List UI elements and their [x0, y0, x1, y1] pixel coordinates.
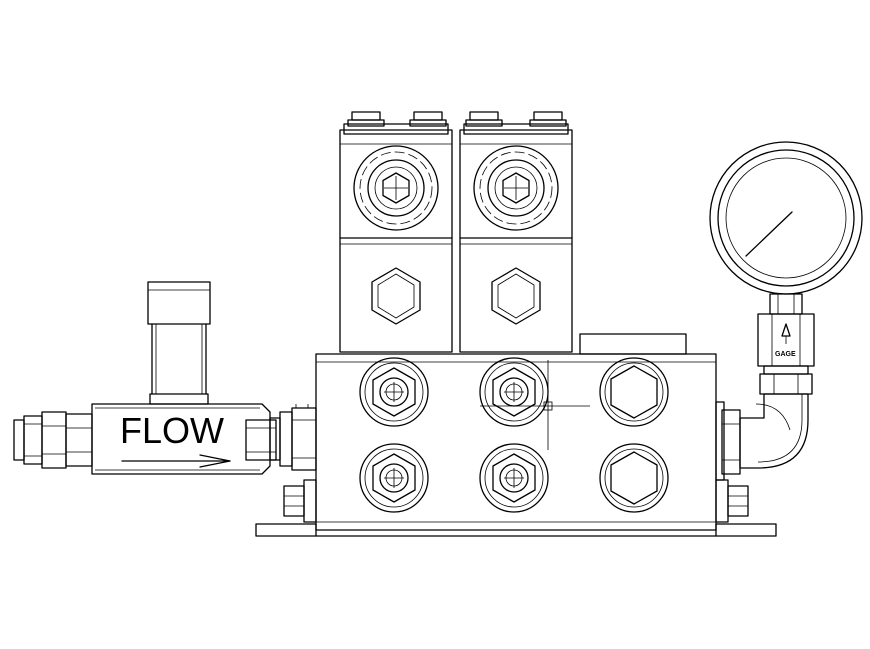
- port-fitting-r1c1: [359, 357, 429, 427]
- flow-sensor-body: FLOW: [91, 403, 271, 475]
- gage-label: GAGE: [775, 351, 796, 358]
- pressure-gauge-assembly: GAGE: [709, 141, 863, 481]
- valve-stack-left: [339, 111, 453, 353]
- port-fitting-r2c3: [599, 443, 669, 513]
- port-fitting-r2c1: [359, 443, 429, 513]
- left-side-bolt: [283, 479, 317, 523]
- right-mounting-foot: [715, 523, 777, 537]
- cad-crosshair-cursor: [480, 360, 590, 450]
- manifold-top-block: [579, 333, 687, 355]
- right-side-bolt: [715, 479, 749, 523]
- gauge-needle: [745, 211, 793, 257]
- gage-fitting: GAGE: [757, 313, 815, 367]
- left-mounting-foot: [255, 523, 317, 537]
- flow-sensor-stem: [147, 281, 211, 405]
- valve-stacks: [339, 111, 687, 355]
- port-fitting-r1c3: [599, 357, 669, 427]
- inlet-flow-assembly: FLOW: [13, 281, 317, 475]
- pressure-gauge-dial: [709, 141, 863, 295]
- flow-outlet-fitting: [245, 404, 317, 471]
- manifold-block: [255, 353, 777, 537]
- valve-stack-right: [459, 111, 573, 353]
- port-fitting-r1c2: [479, 357, 549, 427]
- left-end-fitting: [13, 411, 93, 469]
- gauge-elbow-fitting: [715, 393, 809, 481]
- port-fitting-r2c2: [479, 443, 549, 513]
- flow-label: FLOW: [120, 410, 224, 451]
